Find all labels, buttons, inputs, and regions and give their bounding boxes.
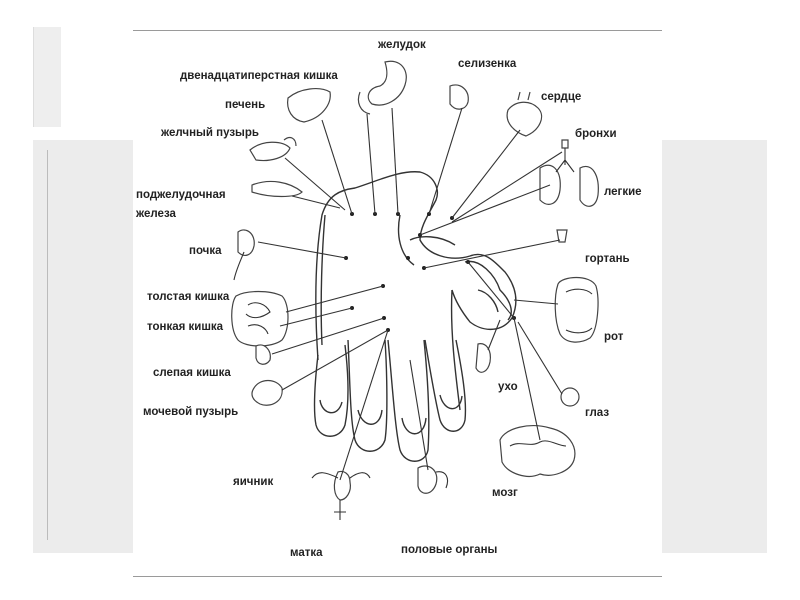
- heart-sketch: [507, 92, 541, 136]
- intestine-sketch: [232, 292, 288, 347]
- label-gallbladder: желчный пузырь: [160, 127, 259, 139]
- label-large-intestine: толстая кишка: [147, 291, 230, 303]
- label-cecum: слепая кишка: [153, 367, 231, 379]
- brain-sketch: [500, 426, 575, 477]
- genitals-sketch: [418, 466, 448, 493]
- label-stomach: желудок: [377, 39, 426, 51]
- bladder-sketch: [252, 381, 282, 406]
- label-lungs: легкие: [604, 186, 642, 198]
- label-eye: глаз: [585, 407, 609, 419]
- leader-lines: [258, 108, 562, 480]
- liver-sketch: [288, 89, 331, 122]
- kidney-sketch: [234, 230, 254, 280]
- pancreas-sketch: [252, 181, 302, 196]
- label-duodenum: двенадцатиперстная кишка: [180, 70, 338, 82]
- cecum-sketch: [256, 345, 270, 364]
- label-spleen: селизенка: [458, 58, 517, 70]
- stomach-sketch: [368, 61, 406, 105]
- reflex-point: [406, 256, 410, 260]
- label-pancreas-line1: поджелудочная: [136, 189, 226, 201]
- label-mouth: рот: [604, 331, 624, 343]
- label-pancreas-line2: железа: [135, 208, 177, 220]
- label-larynx: гортань: [585, 253, 630, 265]
- label-bladder: мочевой пузырь: [143, 406, 238, 418]
- bronchi-sketch: [556, 140, 574, 172]
- label-heart: сердце: [541, 91, 581, 103]
- label-ovary: яичник: [233, 476, 273, 488]
- gallbladder-sketch: [250, 138, 296, 161]
- label-small-intestine: тонкая кишка: [147, 321, 224, 333]
- label-bronchi: бронхи: [575, 128, 617, 140]
- label-liver: печень: [225, 99, 265, 111]
- mouth-sketch: [555, 278, 598, 343]
- label-ear: ухо: [498, 381, 518, 393]
- ovary-uterus-sketch: [312, 471, 370, 520]
- label-uterus: матка: [290, 547, 323, 559]
- label-genitals: половые органы: [401, 544, 498, 556]
- eye-sketch: [561, 388, 579, 406]
- label-kidney: почка: [189, 245, 222, 257]
- spleen-sketch: [450, 85, 468, 109]
- hand-outline: [315, 172, 516, 462]
- label-brain: мозг: [492, 487, 518, 499]
